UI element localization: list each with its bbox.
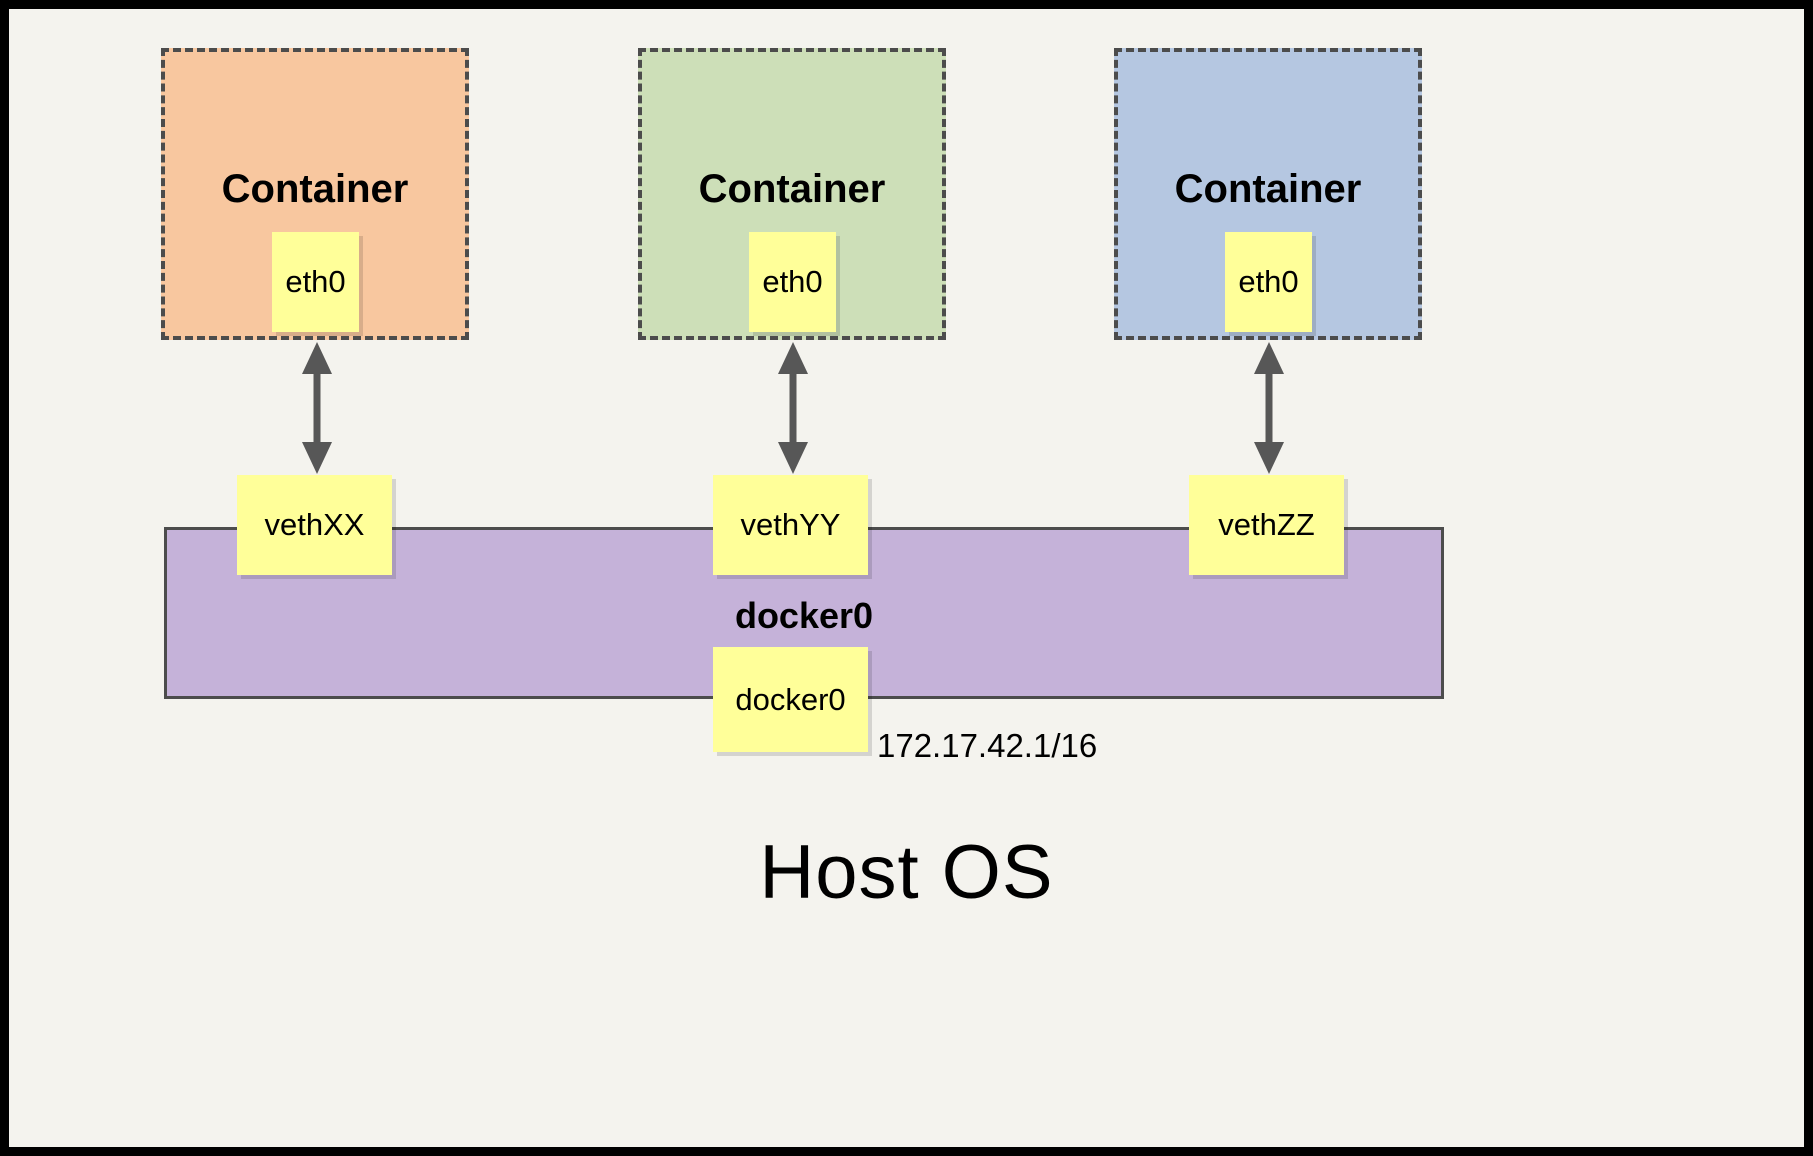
veth-box-2[interactable]: vethYY [713,475,868,575]
veth-link-arrow-2 [778,342,808,474]
veth-link-arrow-3 [1254,342,1284,474]
docker0-bridge-label: docker0 [734,595,874,636]
veth-box-3[interactable]: vethZZ [1189,475,1344,575]
container-label-1: Container [221,167,409,211]
host-os-label: Host OS [759,830,1054,915]
docker0-ip-label: 172.17.42.1/16 [877,727,1098,764]
container-label-2: Container [698,167,886,211]
container-label-3: Container [1174,167,1362,211]
container-eth0-2[interactable]: eth0 [749,232,836,332]
docker0-iface-box[interactable]: docker0 [713,647,868,752]
veth-link-arrow-1 [302,342,332,474]
veth-box-1[interactable]: vethXX [237,475,392,575]
diagram-stage: Container eth0 vethXX Container eth0 vet… [9,9,1804,1147]
container-eth0-1[interactable]: eth0 [272,232,359,332]
container-eth0-3[interactable]: eth0 [1225,232,1312,332]
